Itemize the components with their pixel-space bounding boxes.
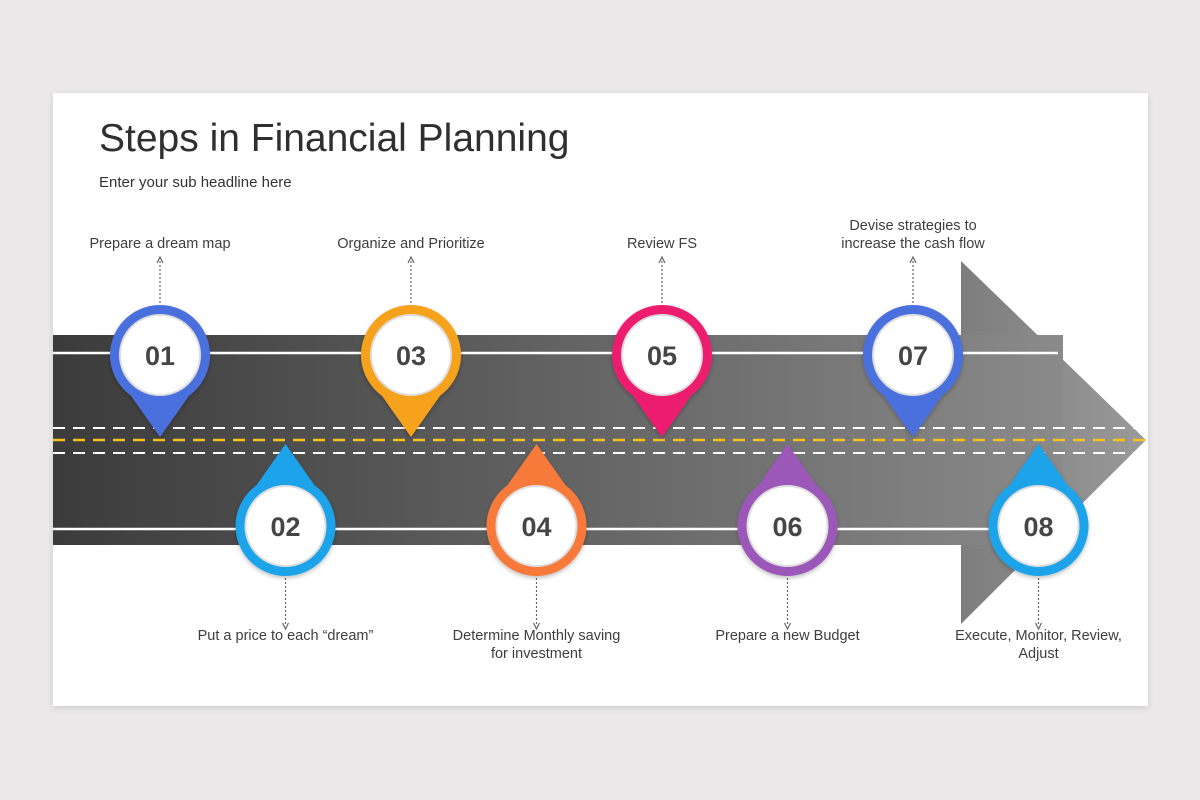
step-number: 02 [270,512,300,542]
step-caption-07: Devise strategies to increase the cash f… [841,218,985,252]
pin-inner-circle [621,314,703,396]
step-pin-03: 03 [361,304,462,437]
pin-inner-circle [997,485,1080,567]
step-pin-08: 08 [988,444,1089,576]
step-caption-01: Prepare a dream map [89,236,231,252]
slide: Steps in Financial Planning Enter your s… [53,93,1148,706]
step-caption-05: Review FS [626,236,698,252]
road-diagram: 01 02 03 04 05 06 07 08 [53,255,1146,631]
step-pin-07: 07 [863,304,964,437]
step-number: 05 [647,341,677,371]
step-caption-03: Organize and Prioritize [337,236,485,252]
pin-inner-circle [370,314,452,396]
connector-arrows [156,255,1043,631]
slide-subtitle: Enter your sub headline here [99,174,292,191]
step-pin-01: 01 [110,304,210,437]
step-caption-06: Prepare a new Budget [715,628,860,644]
connector-arrow-05 [658,255,666,303]
step-caption-04: Determine Monthly saving for investment [452,628,621,662]
step-markers: 01 02 03 04 05 06 07 08 [110,304,1089,576]
pin-inner-circle [119,314,201,396]
connector-arrow-04 [532,578,541,631]
connector-arrow-02 [281,578,290,631]
connector-arrow-07 [909,255,917,303]
connector-arrow-08 [1034,578,1043,631]
step-pin-05: 05 [612,304,712,437]
step-pin-04: 04 [486,444,587,576]
step-number: 07 [898,341,928,371]
step-caption-02: Put a price to each “dream” [197,628,374,644]
pin-inner-circle [244,485,327,567]
connector-arrow-06 [783,578,792,631]
step-caption-08: Execute, Monitor, Review, Adjust [955,628,1122,662]
step-number: 04 [521,512,551,542]
step-number: 01 [145,341,175,371]
step-pin-06: 06 [737,444,838,576]
step-number: 08 [1023,512,1053,542]
slide-title: Steps in Financial Planning [99,117,570,160]
step-number: 06 [772,512,802,542]
pin-inner-circle [746,485,829,567]
connector-arrow-01 [156,255,164,303]
pin-inner-circle [495,485,578,567]
connector-arrow-03 [407,255,415,303]
step-number: 03 [396,341,426,371]
pin-inner-circle [872,314,954,396]
step-pin-02: 02 [235,444,336,576]
